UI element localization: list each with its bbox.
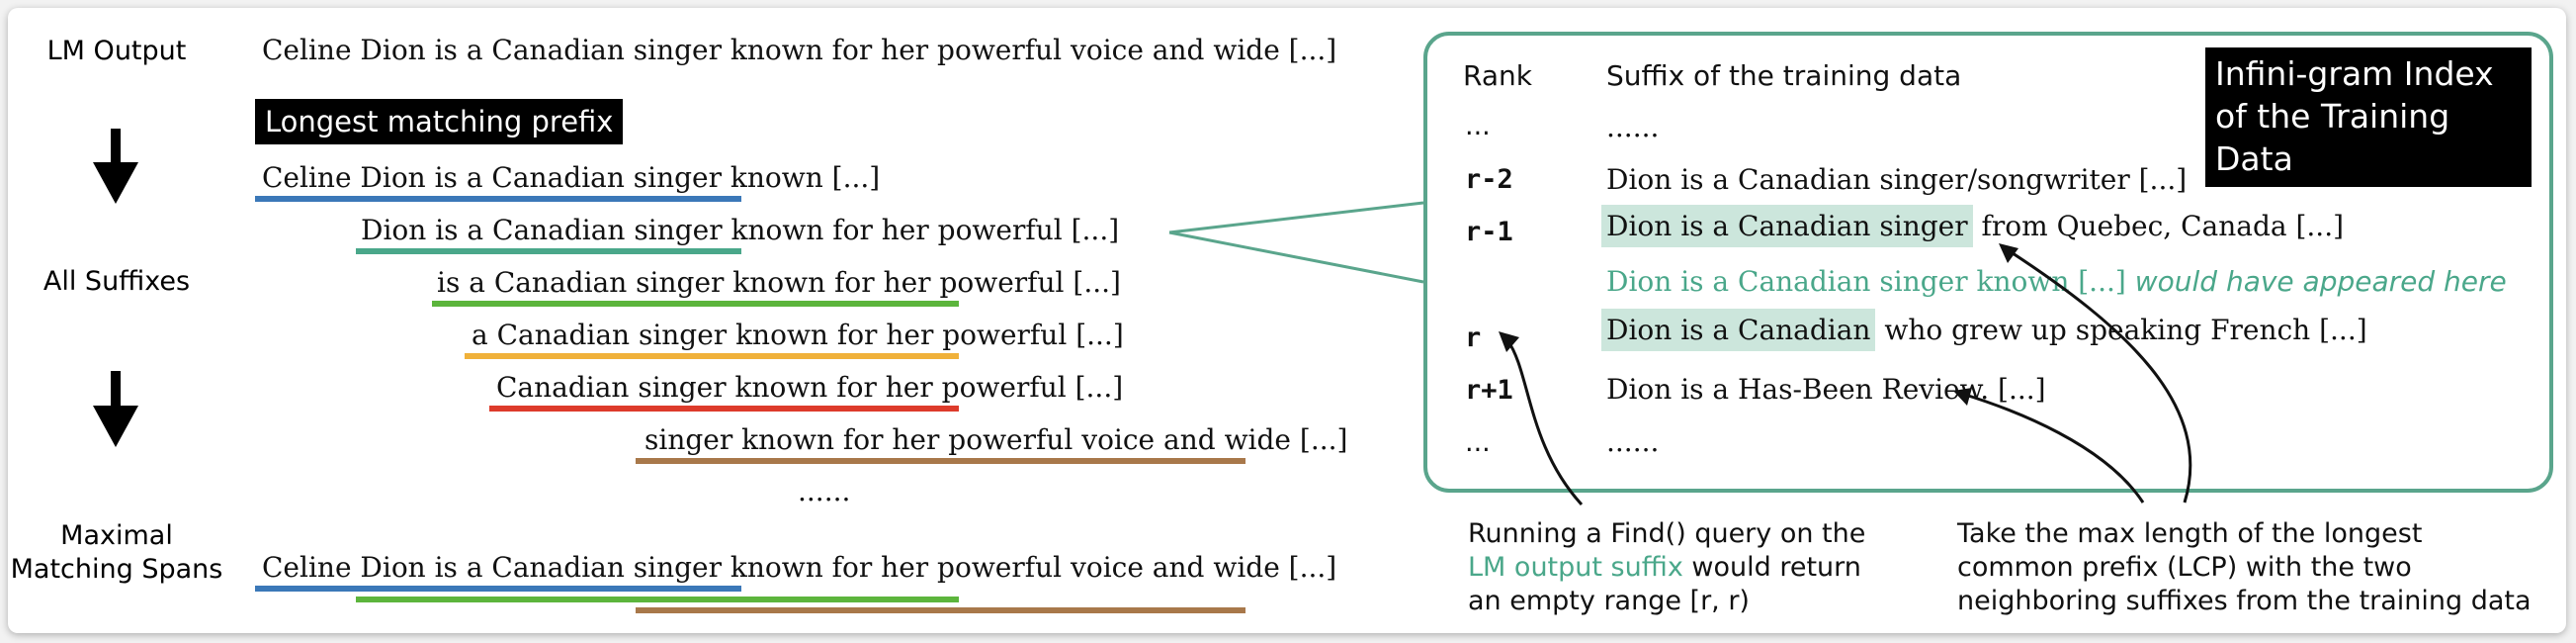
suffix-cell: Dion is a Canadian singer/songwriter [..… bbox=[1606, 163, 2188, 196]
arrow-head-icon bbox=[1999, 243, 2018, 263]
suffix-line: singer known for her powerful voice and … bbox=[644, 423, 1348, 456]
suffix-line: Dion is a Canadian singer known for her … bbox=[361, 214, 1120, 246]
rank-cell: r bbox=[1465, 322, 1482, 353]
all-suffixes-label: All Suffixes bbox=[43, 266, 191, 297]
caption-line: LM output suffix would return bbox=[1468, 551, 1865, 585]
lm-output-label: LM Output bbox=[46, 36, 187, 66]
lcp-highlight: Dion is a Canadian bbox=[1601, 309, 1876, 351]
arrow-head-icon bbox=[1499, 331, 1519, 352]
span-underline-brown bbox=[636, 607, 1245, 613]
span-underline-green bbox=[356, 597, 959, 602]
underline-teal bbox=[356, 248, 741, 254]
caption-line: common prefix (LCP) with the two bbox=[1957, 551, 2412, 583]
underline-red bbox=[489, 406, 959, 412]
down-arrow-icon bbox=[93, 371, 138, 447]
underline-blue bbox=[255, 196, 741, 202]
suffix-line: a Canadian singer known for her powerful… bbox=[472, 319, 1124, 351]
longest-matching-prefix-label: Longest matching prefix bbox=[255, 99, 624, 144]
ellipsis: ...... bbox=[798, 475, 851, 507]
span-underline-blue bbox=[255, 586, 741, 592]
lcp-arrows bbox=[1961, 247, 2192, 504]
suffix-cell: Dion is a Canadian who grew up speaking … bbox=[1601, 309, 2367, 351]
callout-lines bbox=[1168, 201, 1424, 284]
caption-line: neighboring suffixes from the training d… bbox=[1957, 585, 2532, 616]
suffix-rest: from Quebec, Canada [...] bbox=[1972, 210, 2345, 242]
suffix-cell: ...... bbox=[1606, 111, 1660, 143]
caption-green: LM output suffix bbox=[1468, 551, 1683, 583]
rank-cell: r+1 bbox=[1465, 375, 1513, 406]
maximal-matching-spans-label: Maximal Matching Spans bbox=[10, 520, 223, 585]
rank-cell: ... bbox=[1465, 427, 1491, 458]
lm-output-text: Celine Dion is a Canadian singer known f… bbox=[262, 34, 1337, 66]
suffix-line: Canadian singer known for her powerful [… bbox=[496, 371, 1124, 404]
suffix-line: Celine Dion is a Canadian singer known [… bbox=[262, 161, 881, 194]
suffix-cell: Dion is a Has-Been Review. [...] bbox=[1606, 373, 2046, 406]
arrow-head-icon bbox=[1953, 388, 1972, 406]
hypothetical-note: would have appeared here bbox=[2134, 265, 2507, 298]
underline-green bbox=[432, 301, 959, 307]
down-arrow-icon bbox=[93, 129, 138, 204]
find-query-arrow bbox=[1505, 339, 1584, 506]
rank-cell: ... bbox=[1465, 111, 1491, 141]
find-query-caption: Running a Find() query on the LM output … bbox=[1468, 517, 1865, 617]
maximal-text: Celine Dion is a Canadian singer known f… bbox=[262, 551, 1337, 584]
caption-line: an empty range [r, r) bbox=[1468, 585, 1750, 616]
underline-orange bbox=[465, 353, 959, 359]
suffix-cell: ...... bbox=[1606, 425, 1660, 458]
rank-cell: r-2 bbox=[1465, 164, 1513, 195]
caption-rest: would return bbox=[1682, 551, 1861, 583]
underline-brown bbox=[636, 458, 1245, 464]
suffix-header: Suffix of the training data bbox=[1606, 59, 1962, 92]
lcp-highlight: Dion is a Canadian singer bbox=[1601, 205, 1973, 247]
suffix-line: is a Canadian singer known for her power… bbox=[437, 266, 1121, 299]
lcp-caption: Take the max length of the longest commo… bbox=[1957, 517, 2532, 617]
index-title: Infini-gram Index of the Training Data bbox=[2205, 47, 2532, 187]
rank-cell: r-1 bbox=[1465, 217, 1513, 247]
rank-header: Rank bbox=[1463, 59, 1532, 92]
caption-line: Running a Find() query on the bbox=[1468, 518, 1866, 549]
caption-line: Take the max length of the longest bbox=[1957, 518, 2423, 549]
suffix-cell: Dion is a Canadian singer from Quebec, C… bbox=[1601, 205, 2345, 247]
